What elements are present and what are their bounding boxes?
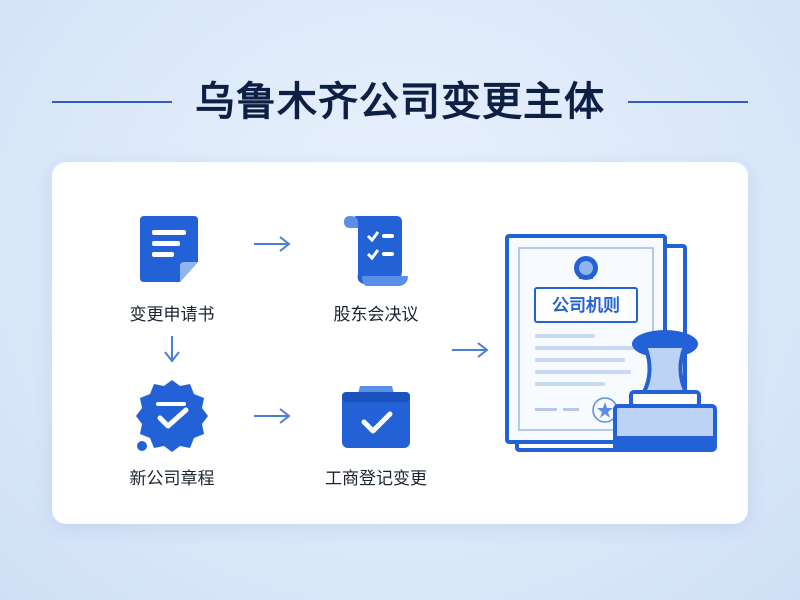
arrow-right-icon bbox=[254, 236, 291, 252]
arrow-right-icon bbox=[254, 408, 291, 424]
document-title: 公司机则 bbox=[552, 295, 620, 316]
step-articles: 新公司章程 bbox=[102, 374, 242, 489]
arrow-down-icon bbox=[164, 336, 180, 363]
arrow-right-icon bbox=[452, 342, 489, 358]
step-registration-label: 工商登记变更 bbox=[325, 469, 427, 489]
title-row: 乌鲁木齐公司变更主体 bbox=[0, 72, 800, 132]
step-registration: 工商登记变更 bbox=[306, 374, 446, 489]
step-articles-label: 新公司章程 bbox=[129, 469, 215, 489]
step-application-label: 变更申请书 bbox=[129, 305, 215, 325]
registration-folder-icon bbox=[342, 386, 410, 448]
page-title: 乌鲁木齐公司变更主体 bbox=[195, 79, 605, 125]
step-resolution: 股东会决议 bbox=[306, 210, 446, 325]
step-resolution-label: 股东会决议 bbox=[333, 305, 419, 325]
step-application: 变更申请书 bbox=[102, 210, 242, 325]
title-divider-right bbox=[628, 101, 748, 103]
title-divider-left bbox=[52, 101, 172, 103]
certificate-with-stamp-icon: 公司机则 bbox=[505, 234, 717, 452]
verified-badge-icon bbox=[136, 380, 208, 452]
resolution-scroll-icon bbox=[344, 216, 408, 286]
application-document-icon bbox=[140, 216, 198, 282]
